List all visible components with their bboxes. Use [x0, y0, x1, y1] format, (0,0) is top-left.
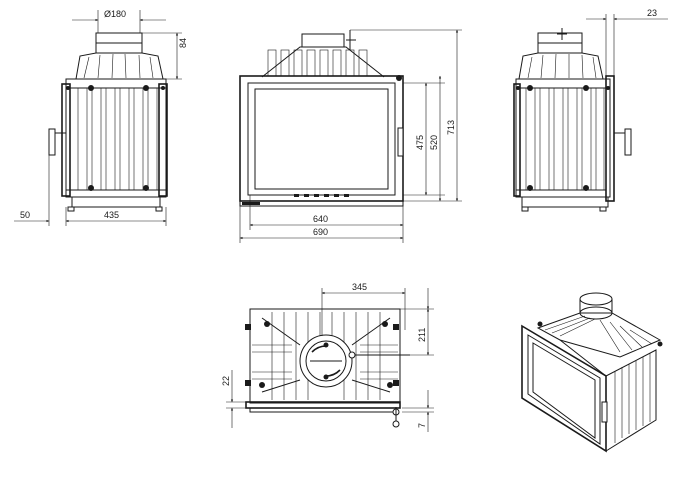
dim-total-width: 690 [313, 227, 328, 237]
dim-depth: 435 [104, 210, 119, 220]
dim-rear-offset: 23 [647, 8, 657, 18]
isometric-view [521, 292, 663, 453]
dim-frame-height: 520 [429, 135, 439, 150]
right-side-view: 23 [513, 8, 668, 212]
left-side-view: Ø180 84 50 435 [14, 9, 188, 226]
dim-flue-offset: 345 [352, 282, 367, 292]
dim-total-height: 713 [446, 120, 456, 135]
dim-flue-depth: 211 [417, 328, 427, 342]
dim-side-offset: 50 [20, 210, 30, 220]
dim-glass-height: 475 [415, 135, 425, 150]
dim-flue-height: 84 [178, 38, 188, 48]
front-view: 640 690 475 520 713 [239, 29, 462, 243]
dim-base-offset: 22 [221, 376, 231, 386]
top-view: 345 211 7 22 [221, 282, 434, 432]
dim-bottom-offset: 7 [417, 423, 427, 428]
dim-flue-diameter: Ø180 [104, 9, 126, 19]
dim-glass-width: 640 [313, 214, 328, 224]
